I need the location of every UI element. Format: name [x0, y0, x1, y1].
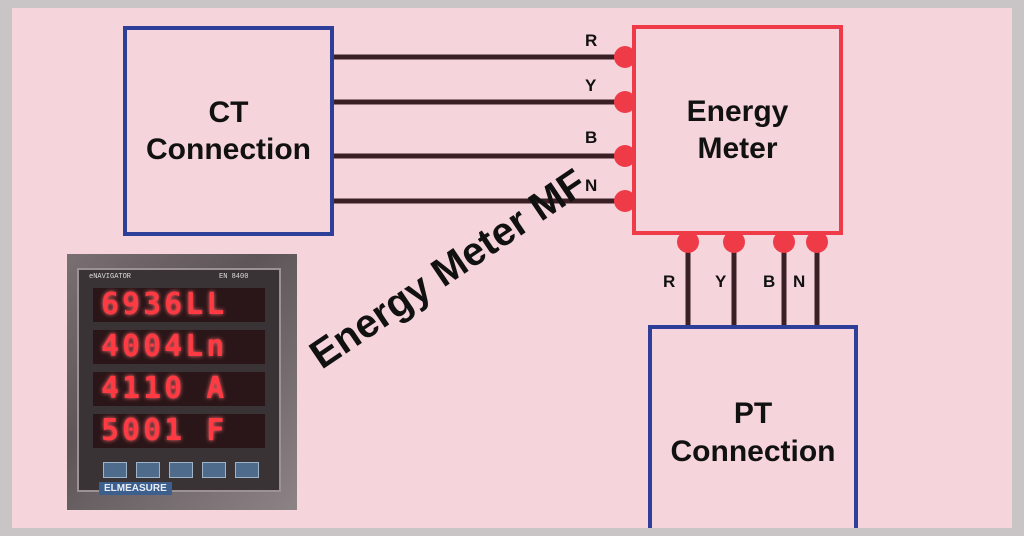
- diagram-canvas: CT Connection Energy Meter PT Connection…: [12, 8, 1012, 528]
- terminal-pt-y: [723, 231, 745, 253]
- meter-reading-3: 4110 A: [93, 372, 265, 406]
- wiring-layer: [334, 46, 828, 326]
- meter-key-icon: [235, 462, 259, 478]
- terminal-pt-b: [773, 231, 795, 253]
- meter-reading-2: 4004Ln: [93, 330, 265, 364]
- meter-reading-4: 5001 F: [93, 414, 265, 448]
- meter-key-icon: [136, 462, 160, 478]
- photo-header-right: EN 8400: [219, 273, 249, 281]
- ct-box-line2: Connection: [146, 133, 311, 166]
- terminal-n: [614, 190, 636, 212]
- meter-photo: eNAVIGATOR EN 8400 6936LL 4004Ln 4110 A …: [67, 254, 297, 510]
- terminal-pt-n: [806, 231, 828, 253]
- pt-label-y: Y: [715, 272, 727, 291]
- meter-key-icon: [169, 462, 193, 478]
- ct-label-b: B: [585, 128, 598, 147]
- terminal-r: [614, 46, 636, 68]
- meter-key-icon: [103, 462, 127, 478]
- ct-label-n: N: [585, 176, 598, 195]
- pt-connection-box: PT Connection: [648, 325, 858, 528]
- terminal-b: [614, 145, 636, 167]
- meter-box-line2: Meter: [697, 132, 778, 165]
- pt-label-n: N: [793, 272, 806, 291]
- photo-header-left: eNAVIGATOR: [89, 273, 132, 281]
- meter-box-line1: Energy: [686, 94, 789, 128]
- terminal-y: [614, 91, 636, 113]
- pt-label-r: R: [663, 272, 676, 291]
- terminal-pt-r: [677, 231, 699, 253]
- meter-keypad: [103, 462, 259, 478]
- brand-logo: ELMEASURE: [99, 482, 172, 495]
- meter-key-icon: [202, 462, 226, 478]
- ct-label-y: Y: [585, 76, 597, 95]
- energy-meter-box: Energy Meter: [632, 25, 843, 235]
- pt-box-line2: Connection: [670, 434, 836, 468]
- ct-box-line1: CT: [208, 95, 249, 129]
- ct-label-r: R: [585, 31, 598, 50]
- meter-reading-1: 6936LL: [93, 288, 265, 322]
- pt-label-b: B: [763, 272, 776, 291]
- ct-connection-box: CT Connection: [123, 26, 334, 236]
- meter-bezel: eNAVIGATOR EN 8400 6936LL 4004Ln 4110 A …: [77, 268, 281, 495]
- pt-box-line1: PT: [733, 397, 773, 430]
